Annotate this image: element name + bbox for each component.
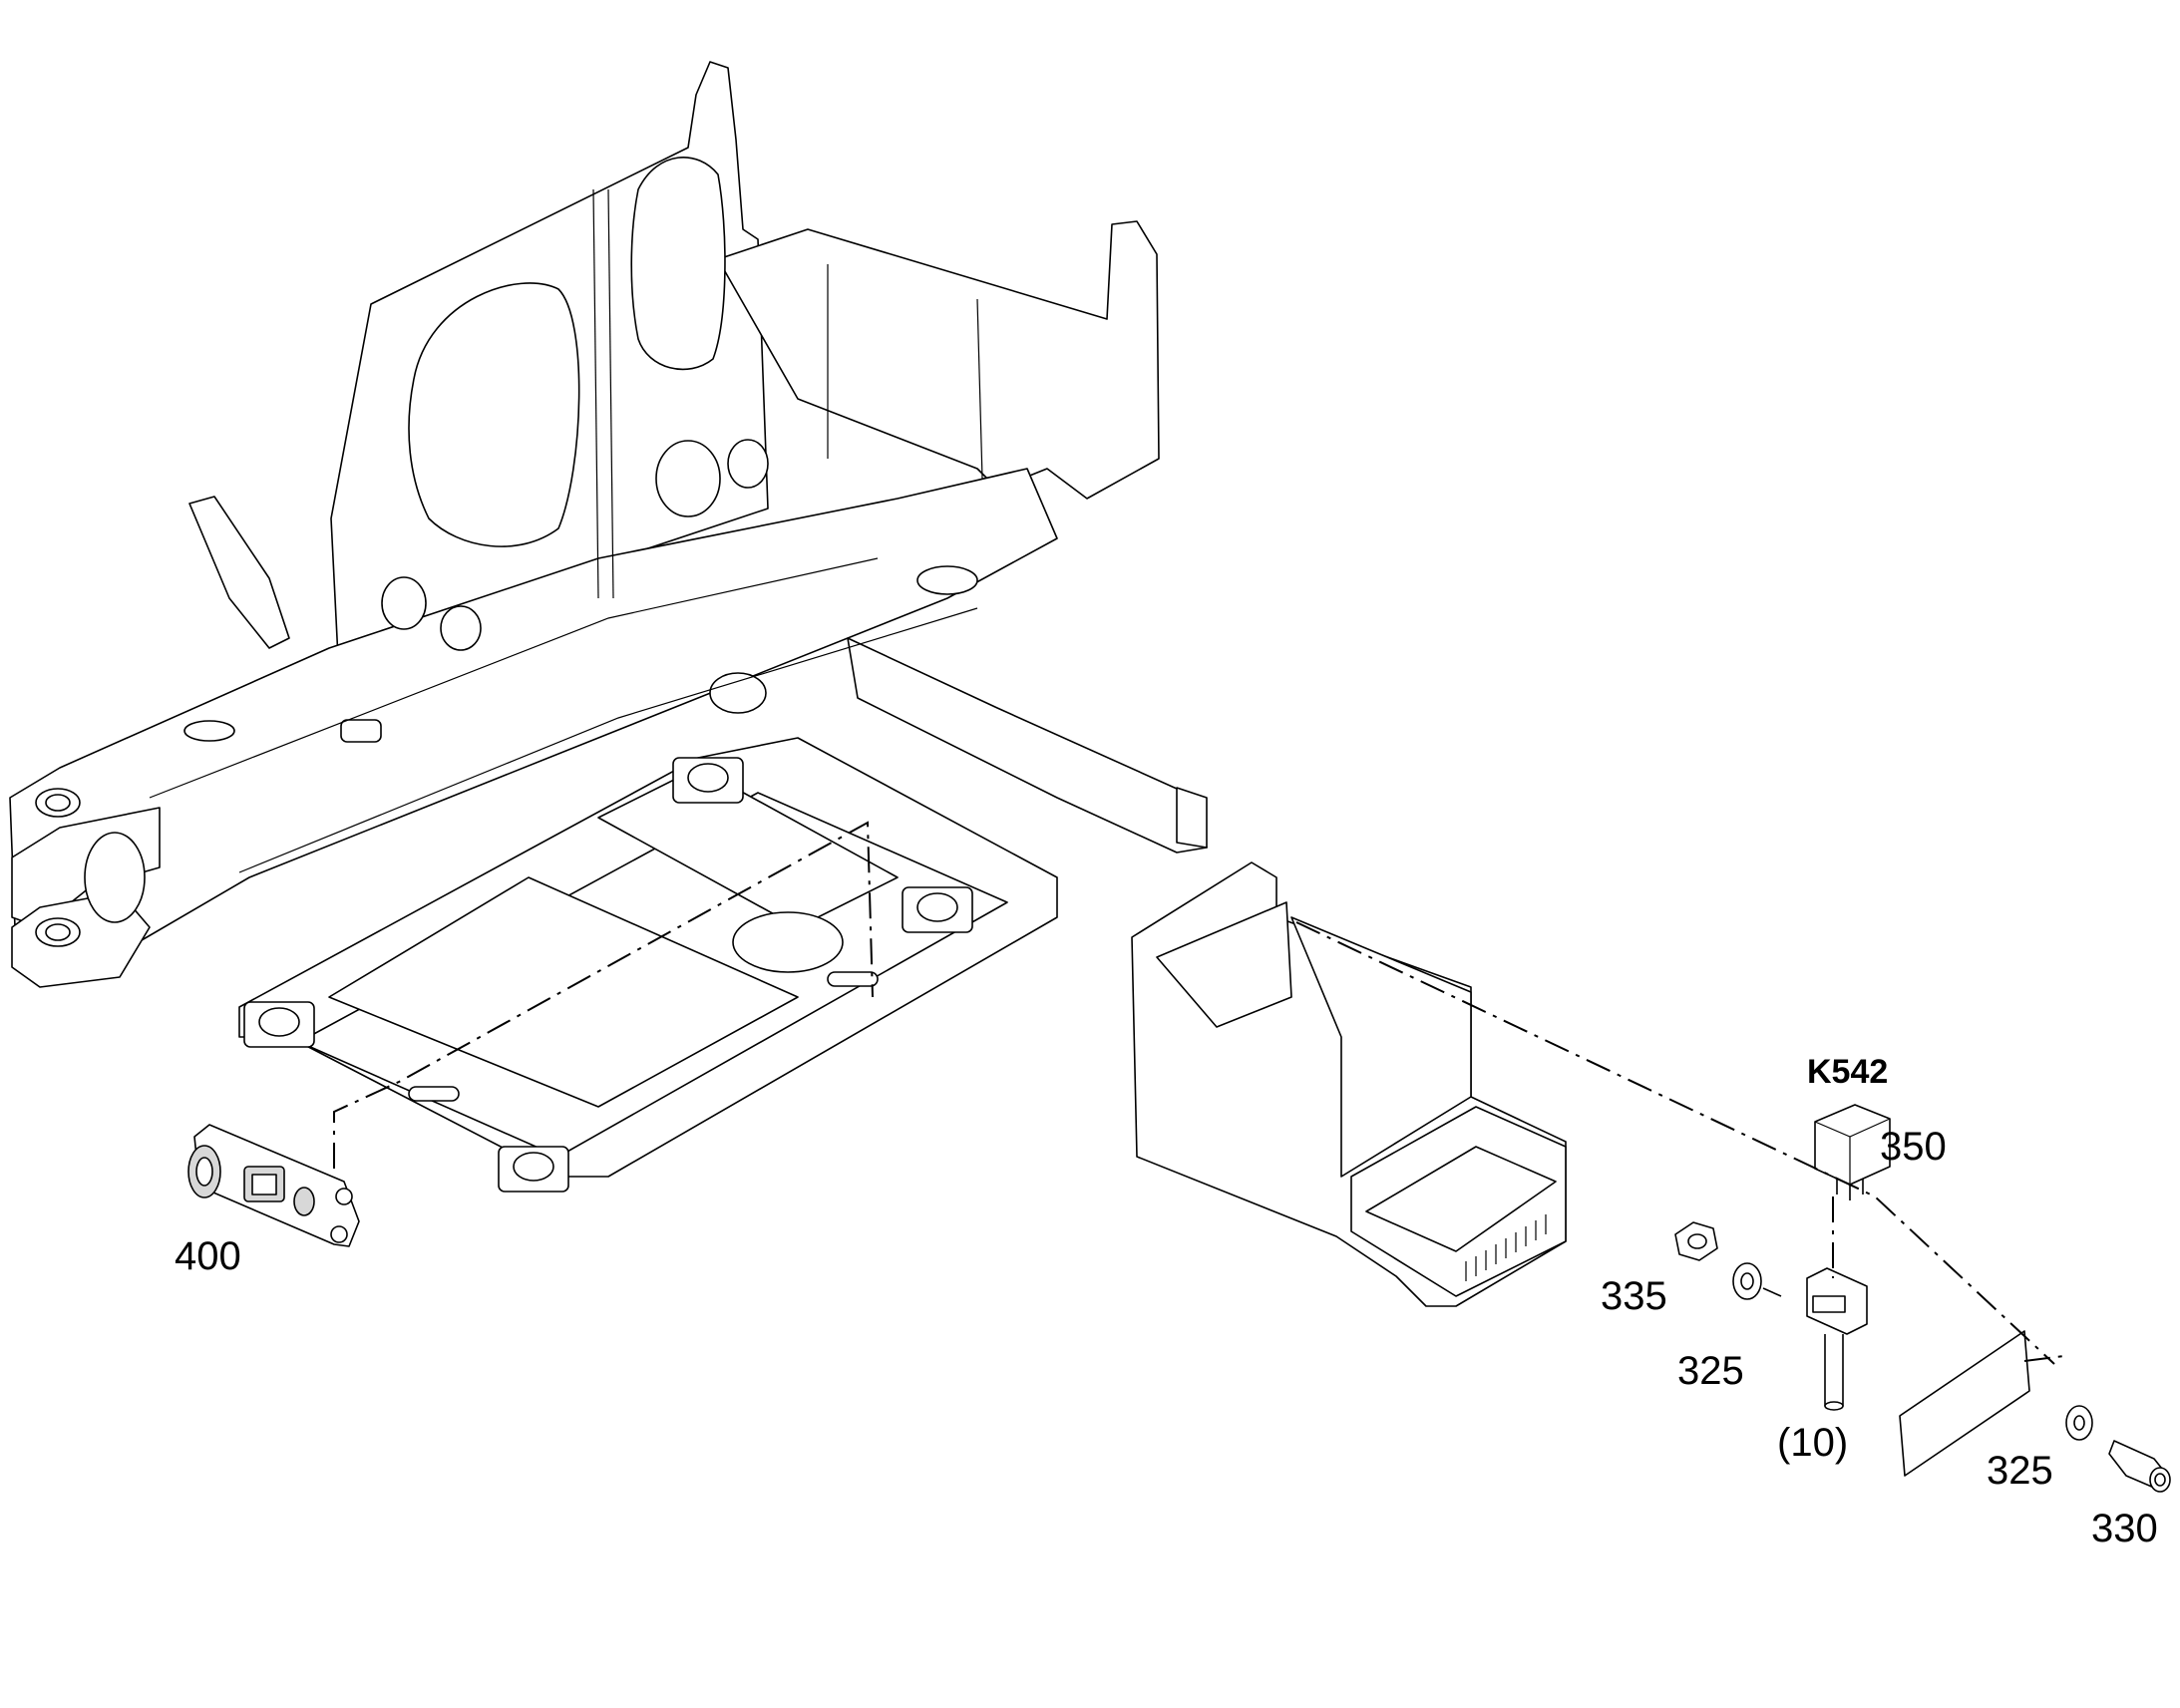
label-325-b: 325 bbox=[1987, 1449, 2053, 1493]
upper-frame bbox=[9, 61, 1208, 988]
mounting-plate bbox=[1899, 1330, 2030, 1477]
label-10: (10) bbox=[1777, 1421, 1848, 1465]
leader-lines bbox=[1762, 1287, 1782, 1297]
label-k542: K542 bbox=[1807, 1053, 1888, 1091]
assembly-lines bbox=[333, 821, 2065, 1365]
label-330: 330 bbox=[2091, 1507, 2158, 1550]
part-330-bolt bbox=[2108, 1440, 2171, 1493]
electrical-housing bbox=[1131, 861, 1567, 1307]
part-400-connector-bracket bbox=[187, 1124, 360, 1247]
part-335-nut bbox=[1674, 1221, 1718, 1261]
label-350: 350 bbox=[1880, 1125, 1947, 1169]
part-10-relay-socket bbox=[1806, 1267, 1868, 1411]
label-335: 335 bbox=[1601, 1274, 1667, 1318]
part-325-washer-a bbox=[1732, 1262, 1762, 1300]
label-325-a: 325 bbox=[1677, 1349, 1744, 1393]
part-325-washer-b bbox=[2065, 1405, 2093, 1441]
label-400: 400 bbox=[175, 1234, 241, 1278]
lower-carriage-frame bbox=[238, 737, 1058, 1193]
